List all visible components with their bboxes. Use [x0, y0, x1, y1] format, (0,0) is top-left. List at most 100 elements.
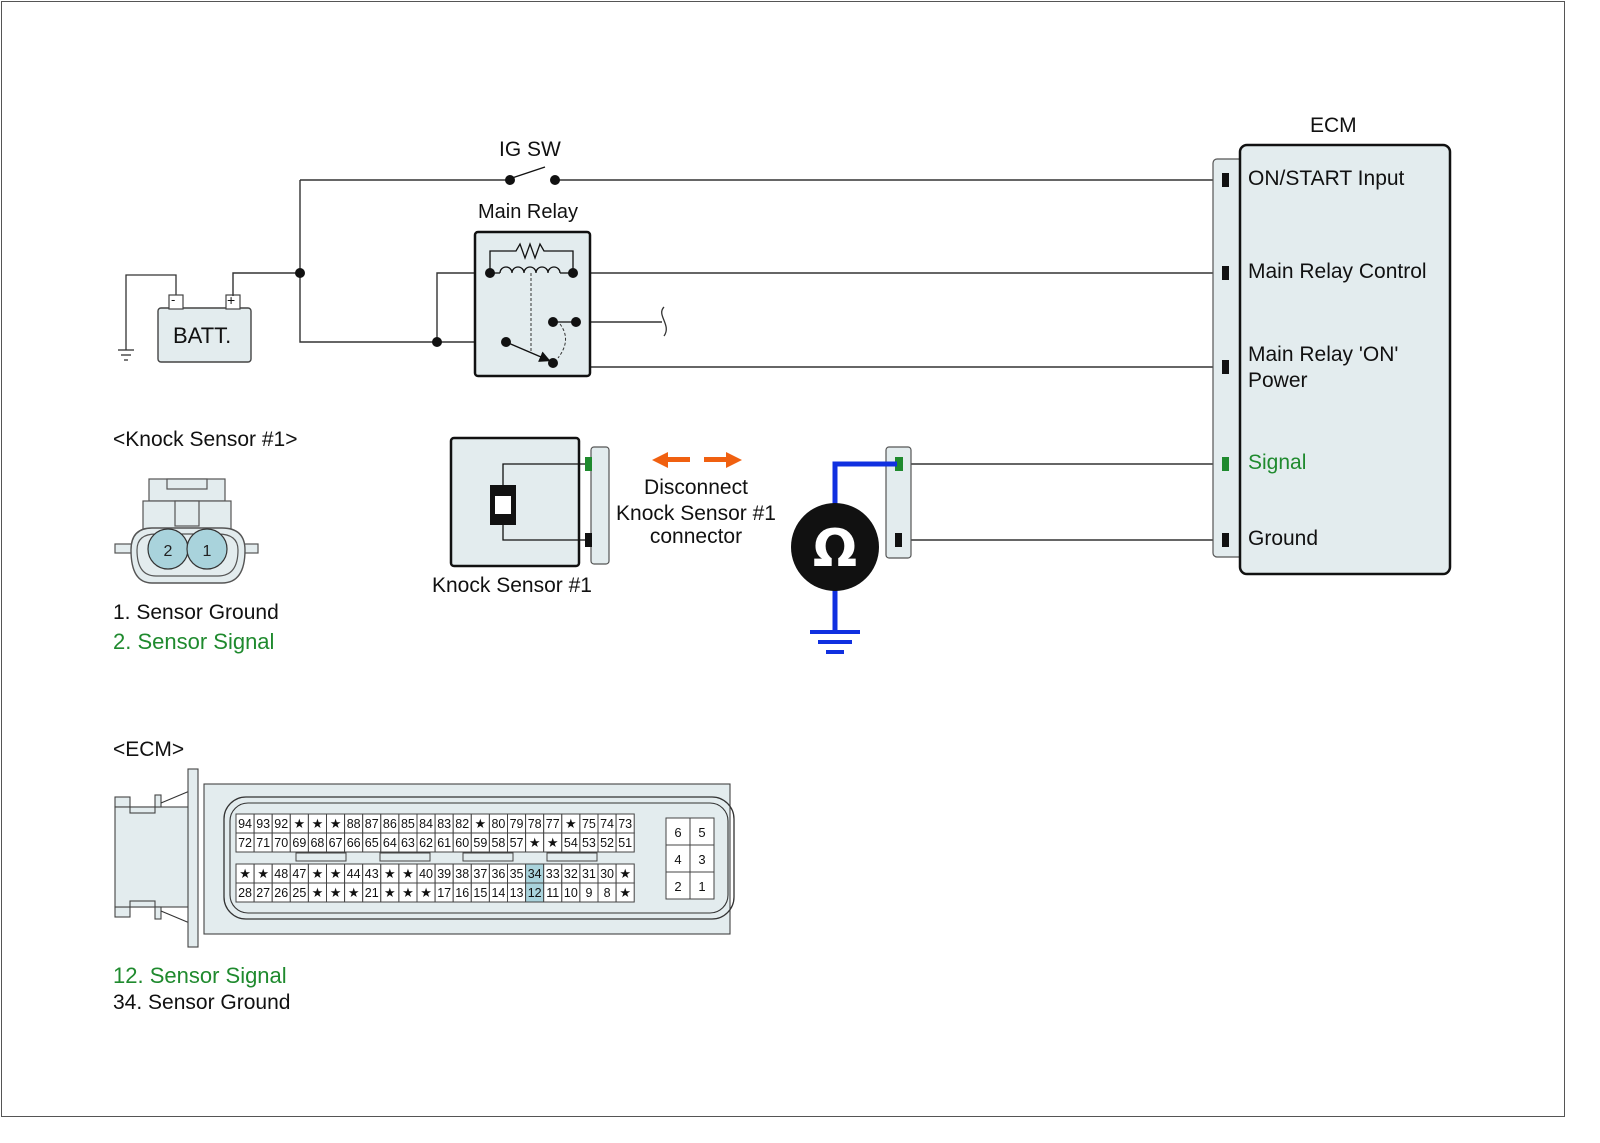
ecm-pin-number: ★: [402, 885, 414, 900]
ecm-pin-number: 58: [491, 836, 505, 850]
ecm-pin-number: 68: [310, 836, 324, 850]
knock-legend-2: 2. Sensor Signal: [113, 629, 275, 654]
ecm-pin-number: 93: [256, 817, 270, 831]
ecm-pin-number: 57: [510, 836, 524, 850]
ecm-aux-pin-number: 4: [674, 852, 681, 867]
ecm-pin-number: ★: [330, 816, 342, 831]
ecm-pin-number: 44: [347, 867, 361, 881]
ecm-pin-label-relay-power-2: Power: [1248, 369, 1308, 392]
ecm-pin-number: ★: [330, 885, 342, 900]
ecm-pin-number: 87: [365, 817, 379, 831]
disconnect-line-1: Disconnect: [644, 476, 748, 499]
ecm-pin-number: 64: [383, 836, 397, 850]
ecm-pin-number: 28: [238, 886, 252, 900]
ecm-pin-number: 8: [604, 886, 611, 900]
ecm-legend-1: 12. Sensor Signal: [113, 963, 287, 988]
knock-sensor-icon[interactable]: [449, 436, 610, 568]
battery-pos-terminal: +: [227, 292, 236, 308]
ecm-pin-number: 48: [274, 867, 288, 881]
ecm-pin-number: 54: [564, 836, 578, 850]
ecm-pin-number: 32: [564, 867, 578, 881]
ecm-aux-pin-cell: [689, 871, 715, 900]
main-relay-icon[interactable]: [473, 230, 592, 378]
ecm-pin-number: ★: [619, 866, 631, 881]
ecm-pin-ground: [1222, 533, 1229, 547]
ecm-pin-number: ★: [619, 885, 631, 900]
ecm-pin-number: 47: [292, 867, 306, 881]
ecm-pin-number: 33: [546, 867, 560, 881]
ecm-pin-relay-power: [1222, 360, 1229, 374]
ecm-pin-number: 71: [256, 836, 270, 850]
ecm-pin-number: 34: [528, 867, 542, 881]
ecm-aux-pin-cell: [665, 871, 691, 900]
ecm-pin-number: 10: [564, 886, 578, 900]
wire-break-icon: [661, 306, 667, 337]
ecm-pin-number: 39: [437, 867, 451, 881]
ecm-pin-number: 79: [510, 817, 524, 831]
ecm-pin-number: ★: [547, 835, 559, 850]
ecm-pin-number: 11: [546, 886, 559, 900]
ecm-pin-number: 21: [365, 886, 379, 900]
ecm-pin-number: 73: [618, 817, 632, 831]
ecm-pin-number: 83: [437, 817, 451, 831]
ecm-pin-number: 86: [383, 817, 397, 831]
ecm-pin-number: 92: [274, 817, 288, 831]
ecm-pin-number: ★: [475, 816, 487, 831]
ecm-pin-number: ★: [312, 816, 324, 831]
junction-dot: [432, 337, 442, 347]
ecm-title: ECM: [1310, 114, 1357, 137]
ecm-pin-number: ★: [565, 816, 577, 831]
ecm-connector-title: <ECM>: [113, 738, 185, 761]
disconnect-line-3: connector: [649, 525, 743, 548]
ohmmeter-icon[interactable]: Ω: [791, 461, 897, 654]
junction-dot: [295, 268, 305, 278]
ecm-pin-number: 30: [600, 867, 614, 881]
connector-key: [295, 852, 347, 862]
ecm-pin-number: 52: [600, 836, 614, 850]
ecm-aux-pin-cell: [689, 817, 715, 846]
ecm-pin-label-relay-power: Main Relay 'ON': [1248, 343, 1399, 366]
ecm-aux-pin-number: 3: [698, 852, 705, 867]
ecm-pin-number: 9: [585, 886, 592, 900]
ecm-pin-number: ★: [384, 885, 396, 900]
ecm-aux-pin-number: 2: [674, 879, 681, 894]
ecm-pin-number: ★: [348, 885, 360, 900]
ecm-pin-number: 82: [455, 817, 469, 831]
ecm-pin-number: 77: [546, 817, 560, 831]
ecm-pin-number: ★: [384, 866, 396, 881]
ecm-pin-number: 36: [491, 867, 505, 881]
ecm-pin-number: 27: [256, 886, 270, 900]
ig-switch-label: IG SW: [499, 138, 561, 161]
disconnect-arrows-icon: [652, 452, 742, 468]
ecm-block: [1212, 143, 1452, 576]
ecm-pin-label-relay-control: Main Relay Control: [1248, 260, 1427, 283]
ecm-pin-number: ★: [312, 885, 324, 900]
ohm-symbol: Ω: [813, 519, 857, 579]
ignition-switch-icon[interactable]: [505, 166, 560, 185]
connector-key: [379, 852, 431, 862]
ecm-pin-number: 40: [419, 867, 433, 881]
battery-neg-terminal: -: [171, 292, 176, 307]
ecm-pin-number: 53: [582, 836, 596, 850]
chassis-ground-icon: [118, 274, 177, 361]
ecm-pin-number: ★: [330, 866, 342, 881]
ecm-aux-pin-number: 6: [674, 825, 681, 840]
ecm-pin-number: ★: [257, 866, 269, 881]
ecm-pin-number: 12: [528, 886, 542, 900]
ecm-pin-number: 66: [347, 836, 361, 850]
ecm-pin-number: 69: [292, 836, 306, 850]
ecm-pin-number: 75: [582, 817, 596, 831]
disconnect-line-2: Knock Sensor #1: [616, 502, 776, 525]
ecm-pin-number: ★: [239, 866, 251, 881]
ecm-pin-label-ground: Ground: [1248, 527, 1319, 550]
ecm-pin-number: 26: [274, 886, 288, 900]
ecm-pin-number: 94: [238, 817, 252, 831]
ecm-pin-number: 17: [437, 886, 451, 900]
ecm-pin-number: 60: [455, 836, 469, 850]
harness-connector[interactable]: [885, 446, 912, 559]
ecm-pin-number: 16: [455, 886, 469, 900]
diagram-border: [1, 1, 1565, 1117]
